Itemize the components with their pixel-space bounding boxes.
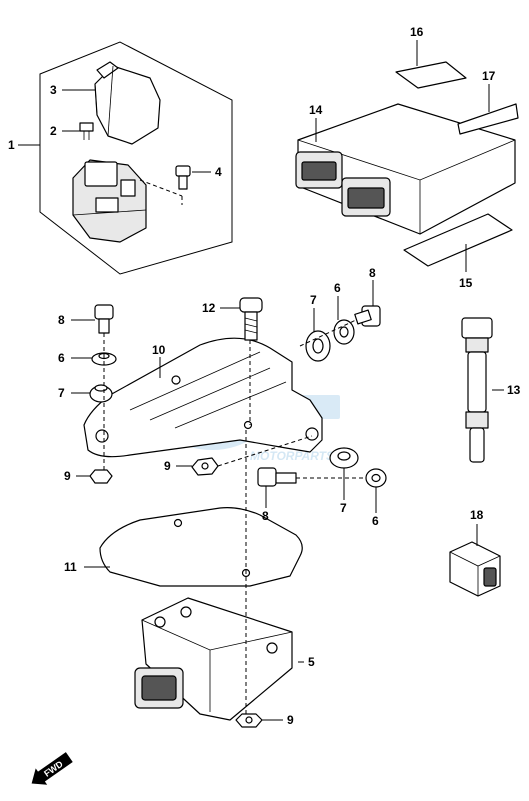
ecu-unit [295,103,516,235]
callout-3: 3 [50,83,57,97]
callout-17: 17 [482,69,496,83]
screw-4 [175,165,211,190]
callout-7-top: 7 [310,293,317,307]
callout-8-top: 8 [369,266,376,280]
sensor [449,541,501,597]
grommet-7-left [89,384,113,403]
nut-9-center [191,457,219,476]
callout-8-left: 8 [58,313,65,327]
grommet-6-bottom [365,468,387,488]
callout-7-bottom: 7 [340,501,347,515]
nut-9-left [89,469,113,484]
callout-8-bottom: 8 [262,509,269,523]
grommet-7-bottom [329,447,359,469]
bolt-8-left [94,304,114,334]
callouts: 1 2 3 4 5 16 17 14 15 8 6 7 9 10 11 9 12… [8,25,521,727]
screw-12 [239,297,263,341]
label-plate-15 [403,213,513,267]
label-plate-16 [395,61,467,89]
callout-16: 16 [410,25,424,39]
grommet-6-top [333,319,355,345]
ignition-coil [461,317,493,463]
relay-assembly-group [26,41,233,275]
callout-2: 2 [50,124,57,138]
grommet-7-top [305,330,331,362]
regulator [134,597,293,721]
relay-cover [94,61,161,145]
label-plate-17 [457,103,519,135]
bolt-8-top [354,305,381,327]
callout-7-left: 7 [58,386,65,400]
callout-5: 5 [308,655,315,669]
nut-9-bottom [235,713,263,728]
callout-6-left: 6 [58,351,65,365]
callout-9-left: 9 [64,469,71,483]
callout-18: 18 [470,508,484,522]
bracket [83,337,323,458]
callout-6-top: 6 [334,281,341,295]
leader-lines [18,40,504,721]
fuse [79,122,94,140]
plate [99,507,303,587]
bolt-8-bottom [257,467,297,487]
callout-12: 12 [202,301,216,315]
fwd-arrow: FWD [31,752,73,785]
callout-6-bottom: 6 [372,514,379,528]
callout-10: 10 [152,343,166,357]
callout-4: 4 [215,165,222,179]
callout-1: 1 [8,138,15,152]
watermark-subtext: MOTORPARTS [250,449,334,463]
callout-14: 14 [309,103,323,117]
callout-13: 13 [507,383,521,397]
assembly-lines [103,319,366,714]
callout-11: 11 [64,560,77,574]
relay-base [72,159,147,243]
callout-15: 15 [459,276,473,290]
callout-9-bottom: 9 [287,713,294,727]
callout-9-center: 9 [164,459,171,473]
